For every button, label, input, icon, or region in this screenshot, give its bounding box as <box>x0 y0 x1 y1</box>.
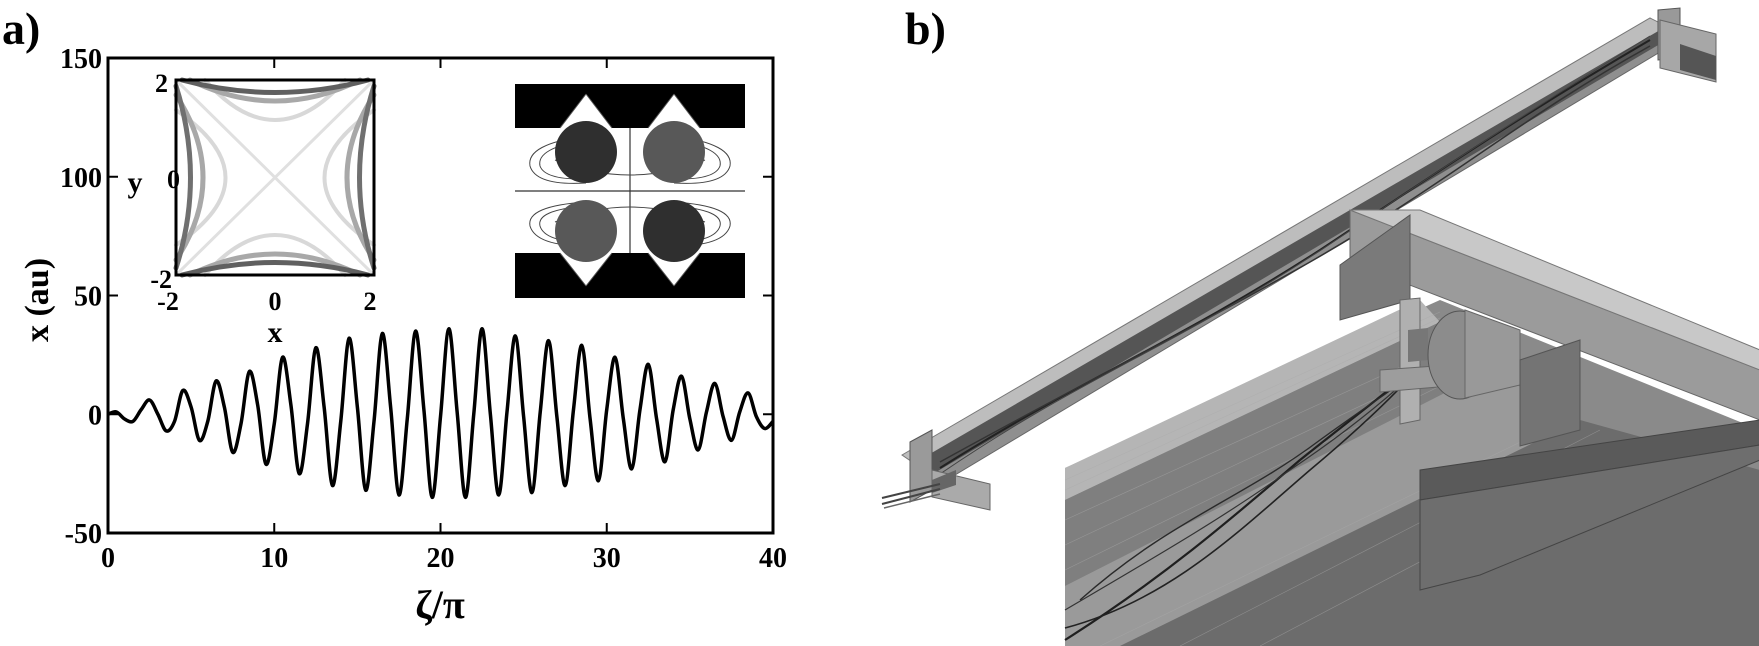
rod-bottom-left <box>555 200 617 262</box>
long-guide-assembly <box>881 7 1717 511</box>
x-axis-label: ζ/π <box>415 582 465 627</box>
x-tick-label: 30 <box>593 543 621 574</box>
inset-x-label: x <box>268 316 283 349</box>
y-tick-label: 100 <box>60 163 102 194</box>
inset-xtick-2: 2 <box>364 287 377 316</box>
series-layer <box>107 326 775 500</box>
x-tick-label: 20 <box>427 543 455 574</box>
y-axis-label: x (au) <box>19 258 56 342</box>
trap-3d-rendering <box>881 7 1759 646</box>
inset-contour-plot: -2 0 2 2 0 -2 x y <box>128 69 377 349</box>
inset-ytick-neg2: -2 <box>150 265 172 294</box>
y-tick-label: -50 <box>65 519 102 550</box>
zoomed-cutaway-view <box>1064 209 1759 646</box>
x-tick-label: 0 <box>101 543 115 574</box>
electrode-tip-bl <box>560 253 612 286</box>
electrode-tip-br <box>648 253 700 286</box>
rod-top-right <box>643 121 705 183</box>
separatrix-2 <box>174 78 376 277</box>
y-tick-labels: -50 0 50 100 150 <box>60 44 102 550</box>
y-tick-label: 150 <box>60 44 102 75</box>
x-tick-label: 10 <box>260 543 288 574</box>
x-tick-label: 40 <box>759 543 787 574</box>
inset-quadrupole-field <box>515 84 745 298</box>
top-electrode-bar <box>515 84 745 128</box>
y-tick-label: 50 <box>74 282 102 313</box>
electrode-tip-tl <box>560 94 612 128</box>
x-tick-labels: 0 10 20 30 40 <box>101 543 787 574</box>
panel-a-label: a) <box>2 3 41 54</box>
series-line-0 <box>107 326 775 500</box>
electrode-tip-tr <box>648 94 700 128</box>
bottom-electrode-bar <box>515 253 745 298</box>
panel-b-label: b) <box>905 3 946 54</box>
rod-top-left <box>555 121 617 183</box>
axis-ticks <box>107 57 774 534</box>
y-tick-label: 0 <box>88 400 102 431</box>
inset-ytick-0: 0 <box>167 165 180 194</box>
inset-xtick-neg2: -2 <box>157 287 179 316</box>
inset-ytick-2: 2 <box>155 69 168 98</box>
rod-bottom-right <box>643 200 705 262</box>
inset-y-label: y <box>128 166 143 199</box>
inset-xtick-0: 0 <box>269 287 282 316</box>
